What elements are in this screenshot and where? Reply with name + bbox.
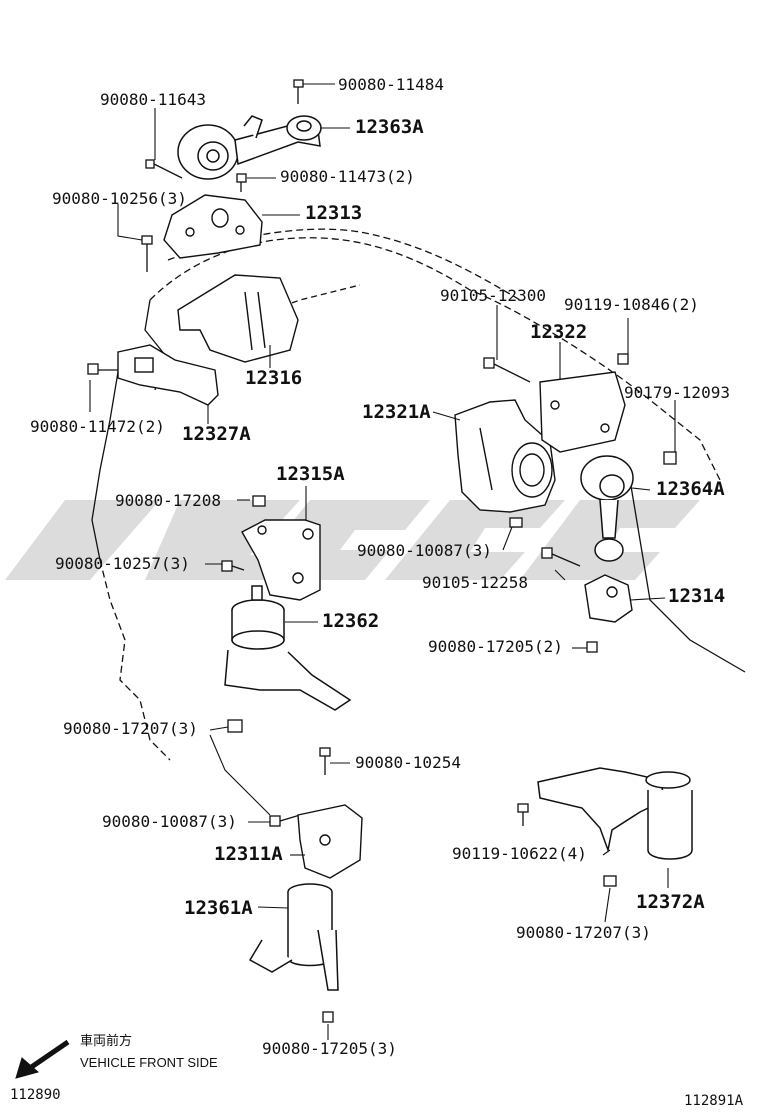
label-12311A: 12311A bbox=[214, 843, 283, 865]
part-12364A bbox=[580, 455, 634, 562]
label-90080-11473: 90080-11473(2) bbox=[280, 167, 415, 186]
part-12361A bbox=[248, 883, 339, 991]
label-90119-10846: 90119-10846(2) bbox=[564, 295, 699, 314]
label-90179-12093: 90179-12093 bbox=[624, 383, 730, 402]
label-12314: 12314 bbox=[668, 585, 726, 607]
label-90080-11643: 90080-11643 bbox=[100, 90, 206, 109]
part-12316 bbox=[177, 274, 299, 363]
label-90080-11472: 90080-11472(2) bbox=[30, 417, 165, 436]
leader-lines bbox=[89, 83, 676, 1040]
label-90080-10256: 90080-10256(3) bbox=[52, 189, 187, 208]
label-12362: 12362 bbox=[322, 610, 380, 632]
label-90080-17207-b: 90080-17207(3) bbox=[516, 923, 651, 942]
part-12313 bbox=[163, 194, 263, 259]
label-90105-12258: 90105-12258 bbox=[422, 573, 528, 592]
label-90105-12300: 90105-12300 bbox=[440, 286, 546, 305]
label-90080-17205-b: 90080-17205(3) bbox=[262, 1039, 397, 1058]
label-90080-17205-a: 90080-17205(2) bbox=[428, 637, 563, 656]
label-90119-10622: 90119-10622(4) bbox=[452, 844, 587, 863]
label-12322: 12322 bbox=[530, 321, 588, 343]
front-side-label-jp: 車両前方 bbox=[80, 1033, 133, 1048]
label-12321A: 12321A bbox=[362, 401, 431, 423]
part-12315A bbox=[241, 519, 321, 601]
part-12362 bbox=[224, 585, 352, 711]
label-90080-10087-b: 90080-10087(3) bbox=[102, 812, 237, 831]
part-12327A bbox=[117, 344, 219, 406]
label-90080-17208: 90080-17208 bbox=[115, 491, 221, 510]
arrow-down-left-icon bbox=[15, 1039, 70, 1079]
part-12363A bbox=[177, 115, 322, 180]
front-side-label-en: VEHICLE FRONT SIDE bbox=[80, 1055, 218, 1070]
label-90080-10087-a: 90080-10087(3) bbox=[357, 541, 492, 560]
figure-number-left: 112890 bbox=[10, 1087, 61, 1103]
label-12361A: 12361A bbox=[184, 897, 253, 919]
label-12315A: 12315A bbox=[276, 463, 345, 485]
label-12327A: 12327A bbox=[182, 423, 251, 445]
part-12322 bbox=[539, 371, 626, 453]
label-12313: 12313 bbox=[305, 202, 363, 224]
label-12316: 12316 bbox=[245, 367, 303, 389]
figure-number-right: 112891A bbox=[684, 1093, 744, 1109]
part-12321A bbox=[454, 399, 556, 513]
label-90080-17207-a: 90080-17207(3) bbox=[63, 719, 198, 738]
label-90080-10254: 90080-10254 bbox=[355, 753, 461, 772]
part-12311A bbox=[297, 804, 363, 879]
label-90080-11484: 90080-11484 bbox=[338, 75, 444, 94]
label-12372A: 12372A bbox=[636, 891, 705, 913]
part-12314 bbox=[584, 574, 633, 623]
label-90080-10257: 90080-10257(3) bbox=[55, 554, 190, 573]
label-12363A: 12363A bbox=[355, 116, 424, 138]
label-12364A: 12364A bbox=[656, 478, 725, 500]
part-12372A bbox=[537, 767, 693, 860]
